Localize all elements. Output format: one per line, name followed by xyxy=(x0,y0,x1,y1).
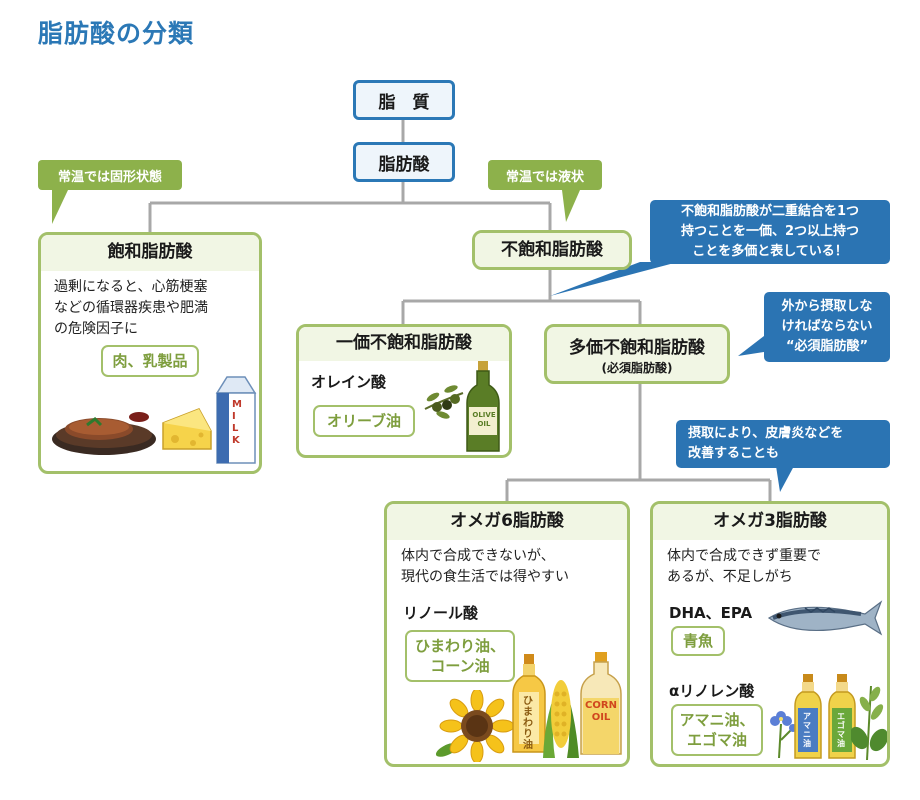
perilla-leaf-illustration xyxy=(851,685,887,761)
omega3-description: 体内で合成できず重要で あるが、不足しがち xyxy=(667,548,821,585)
omega3-box: オメガ3脂肪酸 体内で合成できず重要で あるが、不足しがち DHA、EPA 青魚… xyxy=(650,501,890,767)
monounsaturated-title: 一価不飽和脂肪酸 xyxy=(299,327,509,361)
saturated-description: 過剰になると、心筋梗塞 などの循環器疾患や肥満 の危険因子に xyxy=(54,279,208,337)
polyunsaturated-title: 多価不飽和脂肪酸 xyxy=(569,338,705,358)
mackerel-illustration xyxy=(767,600,883,636)
liquid-state-tag: 常温では液状 xyxy=(488,160,602,190)
oleic-acid-label: オレイン酸 xyxy=(311,373,387,391)
perilla-bottle-label: エゴマ油 xyxy=(837,712,845,748)
solid-state-tag: 常温では固形状態 xyxy=(38,160,182,190)
double-bond-callout: 不飽和脂肪酸が二重結合を1つ 持つことを一価、2つ以上持つ ことを多価と表してい… xyxy=(650,200,890,264)
cheese-illustration xyxy=(162,408,212,450)
sunflower-bottle-label: ひまわり油 xyxy=(523,696,533,751)
olive-oil-pill: オリーブ油 xyxy=(313,405,415,437)
linoleic-acid-label: リノール酸 xyxy=(403,604,479,622)
milk-carton-illustration xyxy=(215,376,257,464)
corn-bottle-label: CORN OIL xyxy=(585,700,617,723)
saturated-fatty-acid-box: 飽和脂肪酸 過剰になると、心筋梗塞 などの循環器疾患や肥満 の危険因子に 肉、乳… xyxy=(38,232,262,474)
essential-fatty-acid-callout: 外から摂取しな ければならない “必須脂肪酸” xyxy=(764,292,890,362)
sunflower-oil-bottle-illustration xyxy=(512,654,546,753)
linseed-bottle-label: アマニ油 xyxy=(803,712,811,748)
linseed-oil-bottle-illustration xyxy=(794,674,822,759)
perilla-oil-bottle-illustration xyxy=(828,674,856,759)
unsaturated-fatty-acid-box: 不飽和脂肪酸 xyxy=(472,230,632,270)
saturated-title: 飽和脂肪酸 xyxy=(41,235,259,271)
olive-illustration xyxy=(424,385,464,419)
omega6-title: オメガ6脂肪酸 xyxy=(387,504,627,540)
milk-label: MILK xyxy=(232,399,242,446)
olive-oil-bottle-illustration xyxy=(466,361,500,452)
omega3-title: オメガ3脂肪酸 xyxy=(653,504,887,540)
omega6-box: オメガ6脂肪酸 体内で合成できないが、 現代の食生活では得やすい リノール酸 ひ… xyxy=(384,501,630,767)
alpha-linolenic-acid-label: αリノレン酸 xyxy=(669,682,755,700)
dha-epa-label: DHA、EPA xyxy=(669,604,753,622)
monounsaturated-box: 一価不飽和脂肪酸 オレイン酸 オリーブ油 OLIVE OIL xyxy=(296,324,512,458)
meat-dairy-pill: 肉、乳製品 xyxy=(101,345,199,377)
fatty-acid-node: 脂肪酸 xyxy=(353,142,455,182)
lipid-node: 脂 質 xyxy=(353,80,455,120)
olive-bottle-label: OLIVE OIL xyxy=(472,411,496,428)
linseed-perilla-oil-pill: アマニ油、 エゴマ油 xyxy=(671,704,763,756)
corn-oil-bottle-illustration xyxy=(580,652,622,755)
steak-illustration xyxy=(52,412,156,455)
sunflower-corn-oil-pill: ひまわり油、 コーン油 xyxy=(405,630,515,682)
corn-illustration xyxy=(543,680,579,758)
polyunsaturated-box: 多価不飽和脂肪酸 (必須脂肪酸) xyxy=(544,324,730,384)
omega6-description: 体内で合成できないが、 現代の食生活では得やすい xyxy=(401,548,569,585)
page-title: 脂肪酸の分類 xyxy=(38,19,195,48)
sunflower-illustration xyxy=(435,690,515,762)
essential-subtitle: (必須脂肪酸) xyxy=(601,361,673,375)
blue-fish-pill: 青魚 xyxy=(671,626,725,656)
omega3-effect-callout: 摂取により、皮膚炎などを 改善することも xyxy=(676,420,890,468)
unsaturated-title: 不飽和脂肪酸 xyxy=(475,233,629,267)
